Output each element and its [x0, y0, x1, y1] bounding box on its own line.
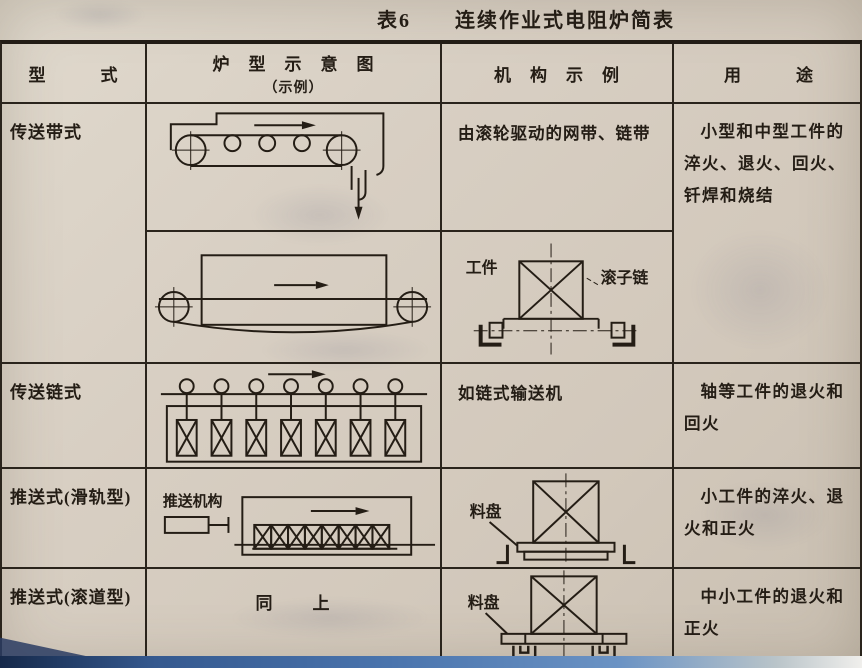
belt-furnace-diagram — [169, 112, 385, 220]
row-pusher-slide-usage-text: 小工件的淬火、退火和正火 — [684, 487, 845, 539]
row-chain-usage-text: 轴等工件的退火和回火 — [684, 382, 845, 434]
row-belt-mechanism-label: 由滚轮驱动的网带、链带 — [458, 124, 651, 143]
row-pusher-slide-schematic: 推送机构 — [147, 469, 442, 569]
workpiece-label: 工件 — [466, 258, 498, 277]
photo-edge — [0, 656, 862, 668]
row-belt-mechanism-diagram-cell: 工件 滚子链 — [442, 232, 674, 364]
row-belt-type: 传送带式 — [2, 104, 147, 364]
header-schematic-label: 炉 型 示 意 图 — [212, 54, 375, 74]
row-chain-mechanism-text: 如链式输送机 — [442, 364, 674, 469]
row-pusher-roller-schematic: 同 上 — [147, 569, 442, 664]
page-title: 表6 连续作业式电阻炉简表 — [377, 10, 675, 32]
header-usage-label: 用 途 — [724, 65, 814, 85]
roller-chain-diagram: 工件 滚子链 — [466, 243, 649, 355]
row-chain-usage: 轴等工件的退火和回火 — [674, 364, 862, 469]
row-pusher-slide-mechanism-cell: 料盘 — [442, 469, 674, 569]
furnace-table: 型 式 炉 型 示 意 图 （示例） 机 构 示 例 用 途 传送带式 — [0, 40, 862, 664]
header-schematic: 炉 型 示 意 图 （示例） — [147, 44, 442, 104]
row-pusher-roller-type-label: 推送式(滚道型) — [10, 588, 132, 607]
pusher-furnace-diagram: 推送机构 — [163, 492, 436, 556]
tray-on-slide-diagram: 料盘 — [470, 473, 636, 565]
row-pusher-slide-type: 推送式(滑轨型) — [2, 469, 147, 569]
pusher-mechanism-label: 推送机构 — [163, 492, 223, 510]
header-usage: 用 途 — [674, 44, 862, 104]
belt-through-furnace-diagram — [154, 254, 432, 334]
row-pusher-slide-usage: 小工件的淬火、退火和正火 — [674, 469, 862, 569]
row-chain-type-label: 传送链式 — [10, 383, 82, 402]
row-chain-schematic — [147, 364, 442, 469]
row-pusher-roller-type: 推送式(滚道型) — [2, 569, 147, 664]
header-mechanism: 机 构 示 例 — [442, 44, 674, 104]
row-chain-type: 传送链式 — [2, 364, 147, 469]
header-schematic-sublabel: （示例） — [263, 80, 324, 96]
row-belt-usage-text: 小型和中型工件的淬火、退火、回火、钎焊和烧结 — [684, 122, 846, 206]
row-belt-type-label: 传送带式 — [10, 123, 82, 142]
tray-label: 料盘 — [470, 502, 502, 521]
header-type: 型 式 — [2, 44, 147, 104]
row-chain-mechanism-label: 如链式输送机 — [458, 384, 563, 403]
row-belt-schematic-b — [147, 232, 442, 364]
tray-label: 料盘 — [468, 593, 500, 612]
row-pusher-roller-mechanism-cell: 料盘 — [442, 569, 674, 664]
row-belt-mechanism-text: 由滚轮驱动的网带、链带 — [442, 104, 674, 232]
row-belt-usage: 小型和中型工件的淬火、退火、回火、钎焊和烧结 — [674, 104, 862, 364]
row-belt-schematic-a — [147, 104, 442, 232]
row-pusher-slide-type-label: 推送式(滑轨型) — [10, 488, 132, 507]
header-mechanism-label: 机 构 示 例 — [494, 65, 620, 85]
same-as-above-text: 同 上 — [255, 594, 332, 613]
roller-chain-label: 滚子链 — [601, 268, 649, 287]
chain-conveyor-diagram — [160, 370, 428, 463]
row-pusher-roller-usage: 中小工件的退火和正火 — [674, 569, 862, 664]
header-type-label: 型 式 — [28, 65, 119, 85]
tray-on-roller-track-diagram: 料盘 — [468, 570, 628, 662]
row-pusher-roller-usage-text: 中小工件的退火和正火 — [684, 587, 845, 639]
